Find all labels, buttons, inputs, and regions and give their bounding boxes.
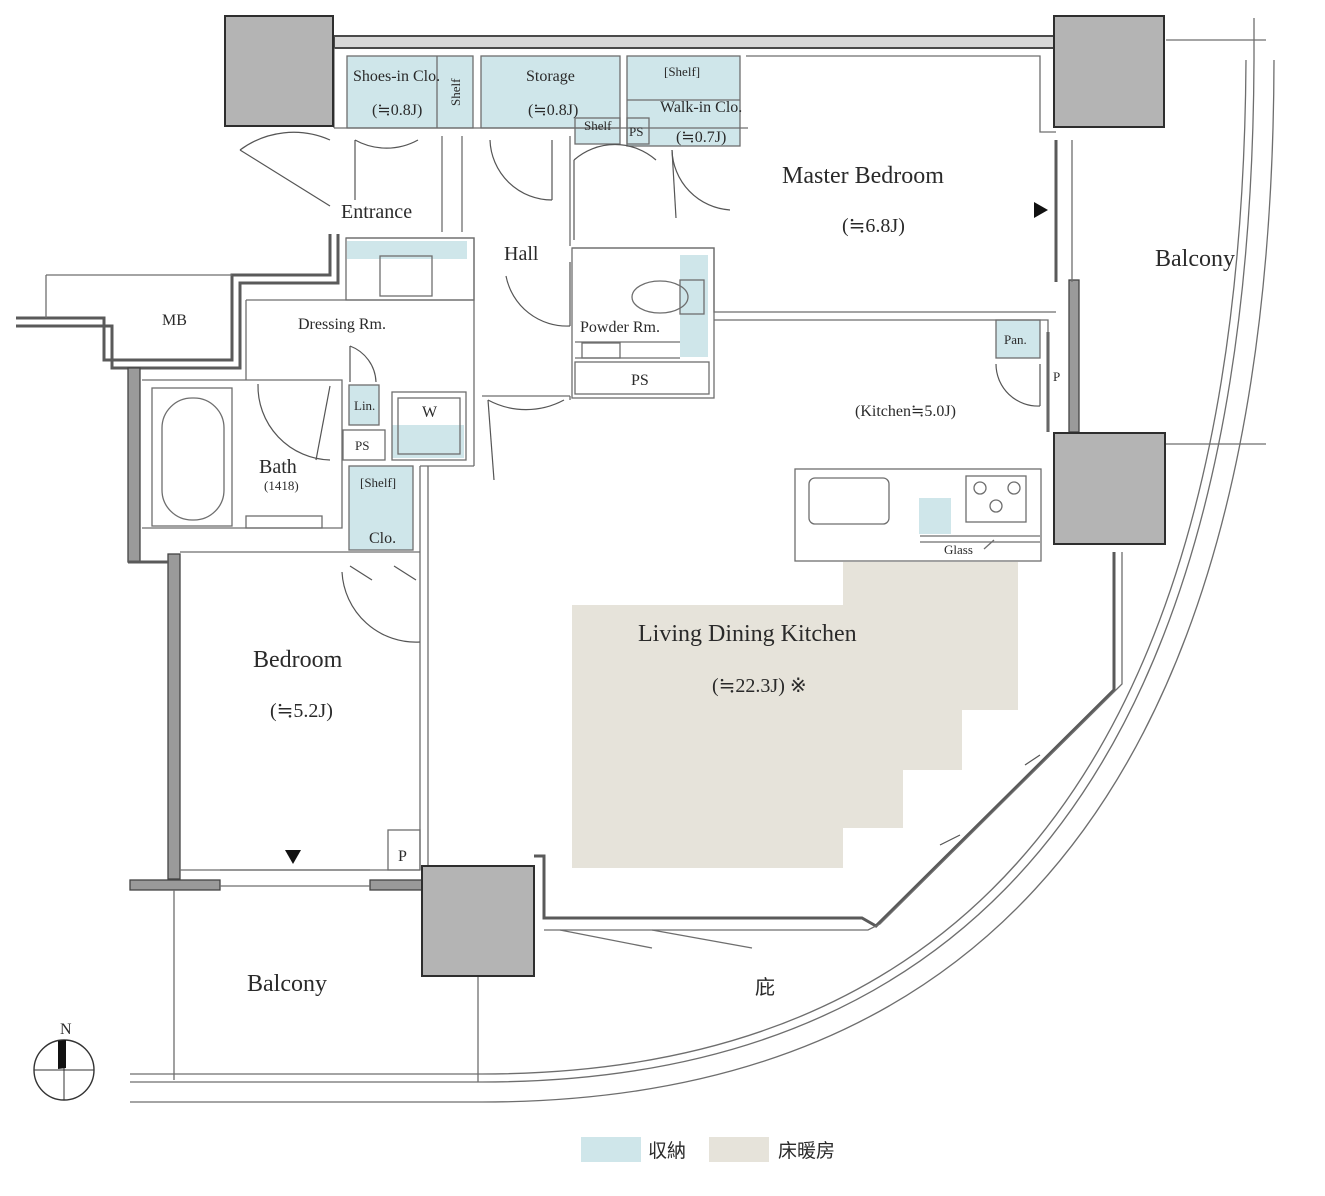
entry-arrow-icon xyxy=(285,850,301,864)
label-bath: Bath xyxy=(259,456,297,478)
label-pipe-east: P xyxy=(1053,369,1060,384)
label-storage: Storage xyxy=(526,68,575,85)
legend-storage-swatch xyxy=(581,1137,641,1162)
label-kitchen: (Kitchen≒5.0J) xyxy=(855,403,956,420)
label-entrance: Entrance xyxy=(341,201,412,223)
compass-north-label: N xyxy=(60,1021,72,1038)
legend-heating-label: 床暖房 xyxy=(778,1140,835,1162)
label-wic-shelf: [Shelf] xyxy=(664,64,700,79)
label-walk-in-clo: Walk-in Clo. xyxy=(660,99,742,116)
label-clo: Clo. xyxy=(369,530,396,547)
label-eaves: 庇 xyxy=(755,976,775,999)
label-pipe-south: P xyxy=(398,848,407,865)
label-ps-dressing: PS xyxy=(355,438,369,453)
label-shelf-vertical: Shelf xyxy=(448,78,463,106)
label-master-bedroom-area: (≒6.8J) xyxy=(842,215,905,237)
stove-icon xyxy=(973,481,1021,513)
label-bedroom: Bedroom xyxy=(253,647,343,673)
ldk-glazing xyxy=(534,552,1123,949)
balcony-railings xyxy=(130,18,1275,1103)
label-bath-size: (1418) xyxy=(264,478,299,493)
entry-arrow-icon xyxy=(1034,202,1048,218)
doors xyxy=(239,131,1041,643)
label-hall: Hall xyxy=(504,243,539,265)
label-ps-top: PS xyxy=(629,124,643,139)
label-shoes-in-clo-area: (≒0.8J) xyxy=(372,102,422,119)
label-balcony-south: Balcony xyxy=(247,971,327,997)
label-glass: Glass xyxy=(944,542,973,557)
label-shoes-in-clo: Shoes-in Clo. xyxy=(353,68,440,85)
label-mb: MB xyxy=(162,312,187,329)
label-pantry: Pan. xyxy=(1004,332,1027,347)
label-dressing-room: Dressing Rm. xyxy=(298,316,386,333)
label-clo-shelf: [Shelf] xyxy=(360,475,396,490)
label-ldk-area: (≒22.3J) ※ xyxy=(712,675,807,697)
label-ldk: Living Dining Kitchen xyxy=(638,621,857,647)
column-nw xyxy=(224,15,334,127)
floor-heating-area xyxy=(572,562,1018,868)
label-washer: W xyxy=(422,404,438,421)
storage-areas xyxy=(347,56,1040,550)
column-e xyxy=(1053,432,1166,545)
label-storage-area: (≒0.8J) xyxy=(528,102,578,119)
label-ps-powder: PS xyxy=(631,372,649,389)
compass-icon: N xyxy=(33,1021,95,1101)
label-walk-in-clo-area: (≒0.7J) xyxy=(676,129,726,146)
column-ne xyxy=(1053,15,1165,128)
legend: 収納 床暖房 xyxy=(581,1137,835,1162)
legend-heating-swatch xyxy=(709,1137,769,1162)
label-lin: Lin. xyxy=(354,398,375,413)
column-s xyxy=(421,865,535,977)
label-storage-shelf: Shelf xyxy=(584,118,612,133)
label-bedroom-area: (≒5.2J) xyxy=(270,700,333,722)
label-balcony-east: Balcony xyxy=(1155,246,1235,272)
interior-walls xyxy=(142,48,1056,887)
legend-storage-label: 収納 xyxy=(648,1140,686,1162)
label-powder-room: Powder Rm. xyxy=(580,319,660,336)
structural-columns xyxy=(224,15,1166,977)
label-master-bedroom: Master Bedroom xyxy=(782,163,944,189)
exterior-walls xyxy=(16,35,1080,891)
